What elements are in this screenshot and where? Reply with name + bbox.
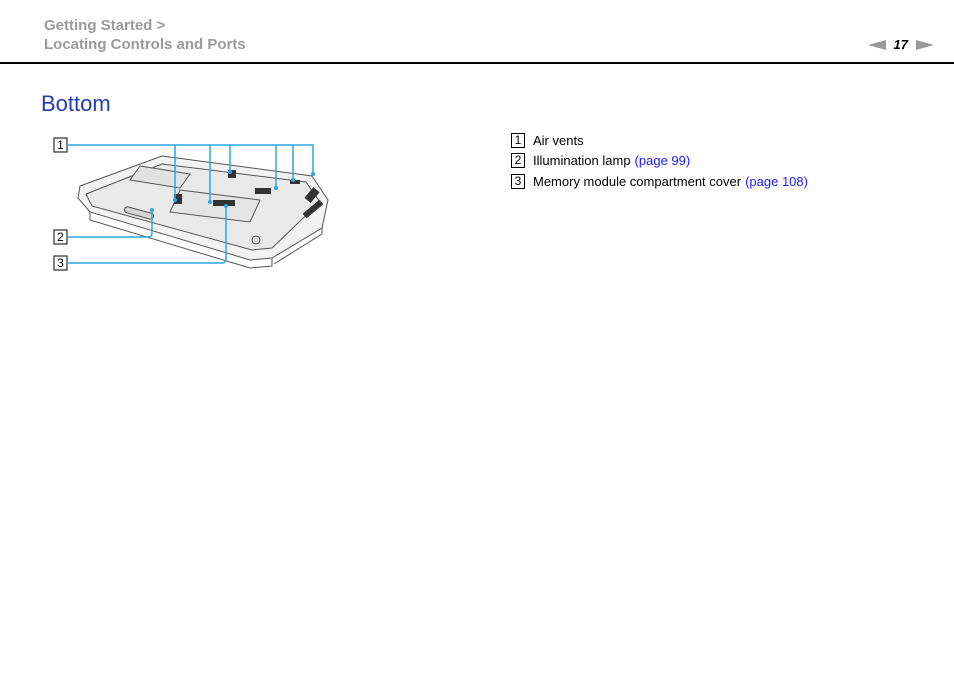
- breadcrumb: Getting Started > Locating Controls and …: [44, 16, 246, 54]
- legend-number: 1: [511, 132, 525, 148]
- callout-1-number: 1: [57, 138, 64, 152]
- page-number: 17: [893, 37, 908, 52]
- callout-leader-dots: [150, 170, 315, 212]
- page-link[interactable]: (page 99): [634, 153, 691, 169]
- callout-2: 2: [53, 229, 68, 245]
- callout-2-number: 2: [57, 230, 64, 244]
- legend-item: 3 Memory module compartment cover (page …: [511, 171, 808, 192]
- callout-legend: 1 Air vents 2 Illumination lamp (page 99…: [511, 130, 808, 192]
- callout-1: 1: [53, 137, 68, 153]
- page-link[interactable]: (page 108): [745, 173, 808, 189]
- legend-item: 2 Illumination lamp (page 99): [511, 151, 808, 172]
- breadcrumb-current: Locating Controls and Ports: [44, 36, 246, 53]
- legend-number: 2: [511, 153, 525, 169]
- air-vent-graphics: [174, 170, 324, 219]
- callout-3: 3: [53, 255, 68, 271]
- legend-text: Air vents: [533, 132, 584, 148]
- page-navigation: 17: [867, 37, 934, 52]
- header-divider: [0, 62, 954, 64]
- callout-3-number: 3: [57, 256, 64, 270]
- laptop-bottom-illustration: 1 2 3: [53, 137, 329, 271]
- breadcrumb-parent[interactable]: Getting Started >: [44, 17, 166, 34]
- previous-page-arrow-icon[interactable]: [867, 39, 886, 50]
- legend-text: Memory module compartment cover: [533, 173, 742, 189]
- next-page-arrow-icon[interactable]: [916, 39, 934, 50]
- callout-leader-lines: [67, 144, 314, 264]
- section-title: Bottom: [41, 91, 111, 116]
- legend-number: 3: [511, 173, 525, 189]
- legend-text: Illumination lamp: [533, 153, 631, 169]
- laptop-body: [77, 155, 329, 269]
- legend-item: 1 Air vents: [511, 130, 808, 151]
